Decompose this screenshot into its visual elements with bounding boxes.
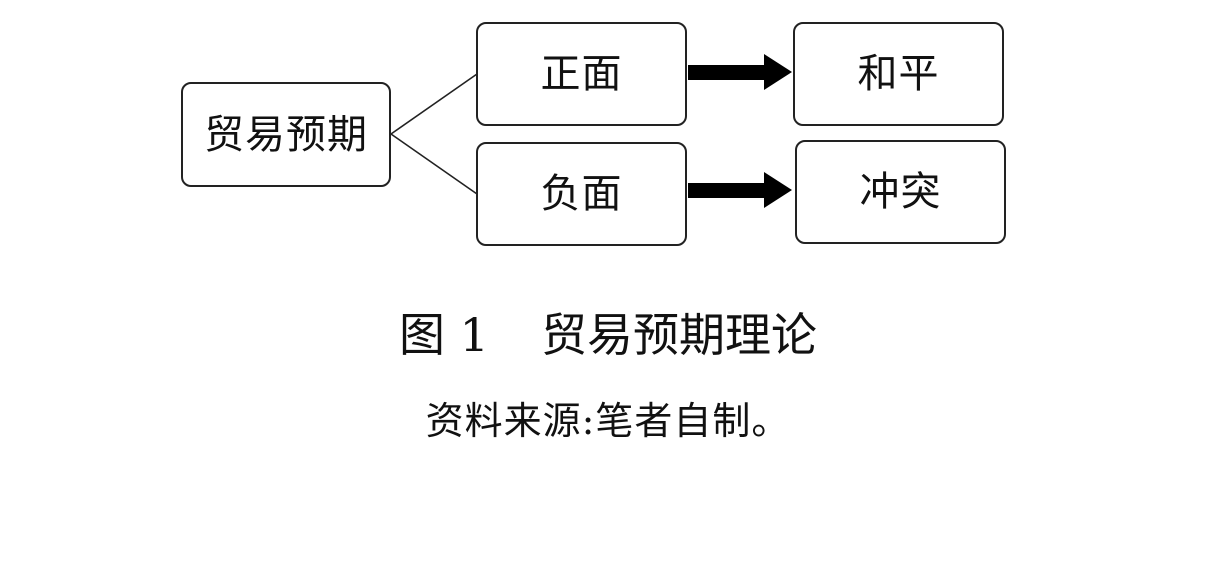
- trade-expectation-diagram: 贸易预期 正面 负面 和平 冲突: [0, 0, 1216, 270]
- root-node-label: 贸易预期: [204, 111, 368, 158]
- conflict-node-label: 冲突: [859, 169, 942, 215]
- positive-node-label: 正面: [540, 51, 623, 97]
- figure-source-note: 资料来源:笔者自制。: [0, 395, 1216, 447]
- arrow-positive-to-peace: [688, 54, 792, 90]
- node-negative-expectation: 负面: [476, 142, 687, 246]
- negative-node-label: 负面: [540, 171, 623, 217]
- source-text: 资料来源:笔者自制。: [425, 399, 791, 443]
- node-conflict-outcome: 冲突: [795, 140, 1006, 244]
- figure-caption: 图 1 贸易预期理论: [0, 305, 1216, 365]
- arrow-negative-to-conflict: [688, 172, 792, 208]
- peace-node-label: 和平: [857, 51, 940, 97]
- node-peace-outcome: 和平: [793, 22, 1004, 126]
- node-positive-expectation: 正面: [476, 22, 687, 126]
- figure-title: 贸易预期理论: [540, 308, 817, 362]
- branch-line-negative: [390, 133, 478, 195]
- root-node-trade-expectation: 贸易预期: [181, 82, 391, 187]
- branch-line-positive: [390, 73, 478, 135]
- figure-number: 图 1: [399, 308, 489, 362]
